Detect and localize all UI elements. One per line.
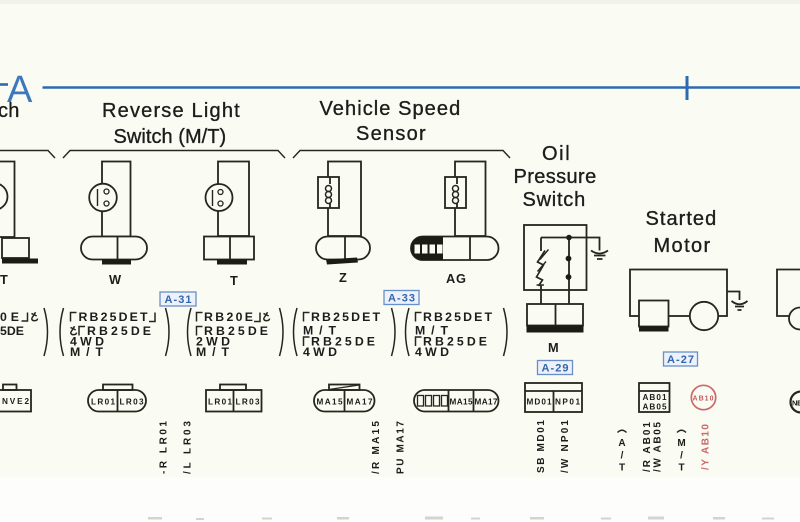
svg-text:RB25DET: RB25DET <box>79 310 148 324</box>
svg-text:T: T <box>619 463 625 474</box>
svg-text:LR03: LR03 <box>120 398 144 407</box>
svg-text:/W NP01: /W NP01 <box>560 420 571 473</box>
svg-text:M/T: M/T <box>303 324 336 338</box>
svg-text:RB25DET: RB25DET <box>423 310 492 324</box>
svg-text:AB01: AB01 <box>643 393 667 402</box>
svg-text:SB MD01: SB MD01 <box>536 420 547 473</box>
svg-text:Motor: Motor <box>654 235 711 257</box>
svg-text:Reverse Light: Reverse Light <box>102 100 240 122</box>
svg-text:M/T: M/T <box>70 345 103 359</box>
svg-text:MA15: MA15 <box>317 398 343 407</box>
svg-text:/W AB05: /W AB05 <box>653 422 664 472</box>
svg-text:M: M <box>548 340 559 355</box>
svg-text:-R LR01: -R LR01 <box>159 421 170 474</box>
svg-text:Pressure: Pressure <box>514 166 597 188</box>
svg-text:M/T: M/T <box>415 324 448 338</box>
svg-text:M/T: M/T <box>196 345 229 359</box>
svg-text:Oil: Oil <box>542 143 570 165</box>
svg-text:NE: NE <box>792 399 800 408</box>
svg-text:Switch: Switch <box>523 189 586 211</box>
svg-text:5DE: 5DE <box>0 324 24 338</box>
svg-text:A-27: A-27 <box>667 354 694 366</box>
svg-text:/: / <box>621 451 624 462</box>
svg-text:Switch (M/T): Switch (M/T) <box>114 126 227 148</box>
svg-text:MA17: MA17 <box>347 398 373 407</box>
svg-text:W: W <box>109 272 122 287</box>
svg-text:/: / <box>680 451 683 462</box>
svg-text:A-29: A-29 <box>542 363 569 375</box>
svg-text:A: A <box>7 69 33 111</box>
svg-text:MA17: MA17 <box>475 398 498 407</box>
svg-text:MA15: MA15 <box>450 398 473 407</box>
svg-text:AB10: AB10 <box>693 396 714 403</box>
svg-text:MD01: MD01 <box>527 398 552 407</box>
svg-text:LR01: LR01 <box>208 398 232 407</box>
svg-text:A-33: A-33 <box>388 293 415 305</box>
svg-text:Z: Z <box>339 270 347 285</box>
svg-text:RB20E: RB20E <box>204 310 253 324</box>
svg-text:LR03: LR03 <box>236 398 260 407</box>
svg-text:PU MA17: PU MA17 <box>396 421 407 474</box>
svg-text:Started: Started <box>646 208 717 230</box>
svg-text:A: A <box>618 438 625 449</box>
svg-text:4WD: 4WD <box>303 345 337 359</box>
svg-text:Vehicle Speed: Vehicle Speed <box>320 98 461 120</box>
svg-text:4WD: 4WD <box>415 345 449 359</box>
svg-text:AG: AG <box>446 271 466 286</box>
svg-text:T: T <box>230 273 238 288</box>
svg-text:/R AB01: /R AB01 <box>642 422 653 472</box>
svg-text:RB25DET: RB25DET <box>311 310 380 324</box>
svg-text:M: M <box>677 438 685 449</box>
svg-text:/Y AB10: /Y AB10 <box>701 424 712 470</box>
svg-text:/R MA15: /R MA15 <box>371 421 382 474</box>
svg-text:T: T <box>0 272 8 287</box>
svg-text:AB05: AB05 <box>643 403 667 412</box>
svg-text:NP01: NP01 <box>555 398 580 407</box>
svg-text:ch: ch <box>0 100 20 122</box>
svg-text:Sensor: Sensor <box>356 123 426 145</box>
svg-text:LR01: LR01 <box>91 398 115 407</box>
svg-text:A-31: A-31 <box>165 294 192 306</box>
svg-text:T: T <box>678 463 684 474</box>
